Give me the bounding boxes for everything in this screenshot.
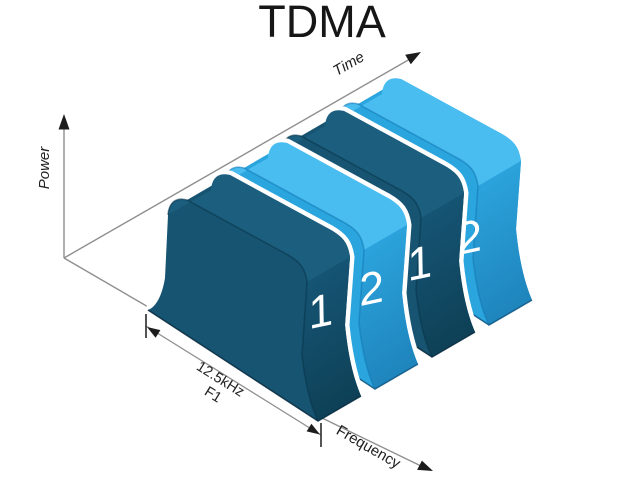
slot-top-surface (339, 78, 521, 186)
time-axis-label: Time (330, 48, 367, 79)
slot-rolloff-surface (302, 257, 361, 421)
axes-layer (58, 52, 433, 471)
channel-label: F1 (201, 384, 224, 407)
slot-edge-crease (224, 166, 376, 390)
frequency-axis-arrow-icon (417, 460, 433, 471)
slot-top-surface (282, 110, 464, 218)
dimension-line (145, 325, 322, 436)
slot-base-edge (147, 309, 362, 422)
slot-rolloff-surface (416, 193, 475, 357)
slot-edge-crease (281, 134, 433, 358)
power-axis-arrow-icon (58, 114, 70, 130)
slot-top-surface (168, 174, 350, 282)
frequency-axis-line-left (63, 257, 151, 309)
time-axis-arrow-icon (405, 52, 421, 65)
time-slot-1: 1 (145, 170, 366, 422)
slot-edge-crease (338, 102, 490, 326)
time-axis-line (63, 58, 411, 259)
page-title: TDMA (258, 0, 386, 47)
frequency-axis-label: Frequency (333, 422, 403, 472)
slot-edge-crease (167, 198, 319, 422)
frequency-axis-line-right (321, 417, 422, 467)
dimension-arrow-right-icon (306, 423, 320, 435)
dimension-arrow-left-icon (147, 327, 161, 338)
slot-rolloff-surface (473, 161, 532, 325)
power-axis-label: Power (36, 146, 53, 190)
slot-top-surface (225, 142, 407, 250)
slot-rolloff-surface (359, 225, 418, 389)
